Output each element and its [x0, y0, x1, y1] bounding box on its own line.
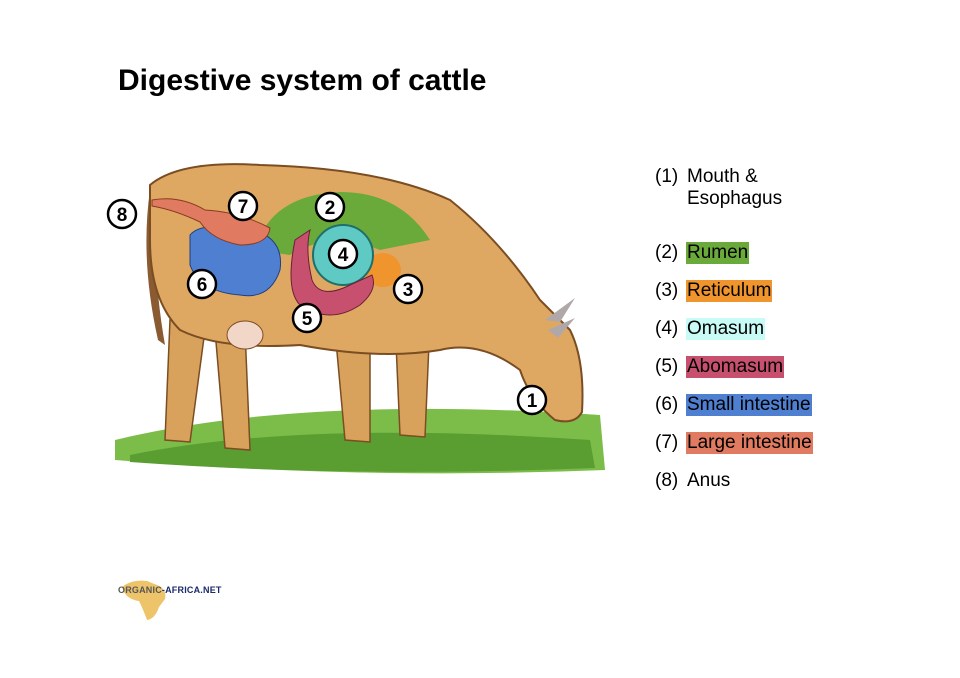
- legend-item-rumen: (2) Rumen: [655, 242, 813, 280]
- legend-item-reticulum: (3) Reticulum: [655, 280, 813, 318]
- legend-num: (2): [655, 242, 679, 263]
- legend-num: (1): [655, 166, 679, 187]
- legend-item-large-intestine: (7) Large intestine: [655, 432, 813, 470]
- marker-1: 1: [516, 384, 548, 416]
- legend-num: (5): [655, 356, 679, 377]
- legend: (1) Mouth &Esophagus (2) Rumen (3) Reticul…: [655, 166, 813, 508]
- large-intestine-organ: [151, 198, 271, 246]
- legend-num: (7): [655, 432, 679, 453]
- svg-text:7: 7: [238, 197, 249, 218]
- legend-num: (8): [655, 470, 679, 491]
- svg-text:8: 8: [117, 205, 128, 226]
- svg-text:1: 1: [527, 391, 538, 412]
- svg-text:2: 2: [325, 198, 336, 219]
- page-title: Digestive system of cattle: [118, 64, 487, 97]
- legend-num: (3): [655, 280, 679, 301]
- legend-item-mouth-esophagus: (1) Mouth &Esophagus: [655, 166, 813, 242]
- legend-label: Abomasum: [686, 356, 785, 378]
- svg-text:6: 6: [197, 275, 208, 296]
- legend-label: Omasum: [686, 318, 766, 340]
- legend-label: Small intestine: [686, 394, 812, 416]
- legend-num: (6): [655, 394, 679, 415]
- svg-text:4: 4: [338, 245, 349, 266]
- reticulum-organ: [365, 253, 401, 287]
- marker-2: 2: [314, 191, 346, 223]
- marker-7: 7: [227, 190, 259, 222]
- abomasum-organ: [290, 228, 374, 316]
- marker-3: 3: [392, 273, 424, 305]
- organic-africa-logo-text: ORGANIC-AFRICA.NET: [118, 585, 222, 595]
- legend-item-small-intestine: (6) Small intestine: [655, 394, 813, 432]
- marker-5: 5: [291, 302, 323, 334]
- legend-label: Rumen: [686, 242, 750, 264]
- marker-6: 6: [186, 268, 218, 300]
- svg-text:5: 5: [302, 309, 313, 330]
- legend-label: Mouth &Esophagus: [687, 166, 783, 209]
- legend-item-omasum: (4) Omasum: [655, 318, 813, 356]
- legend-label: Reticulum: [686, 280, 773, 302]
- legend-item-abomasum: (5) Abomasum: [655, 356, 813, 394]
- svg-text:3: 3: [403, 280, 414, 301]
- marker-8: 8: [106, 198, 138, 230]
- legend-num: (4): [655, 318, 679, 339]
- africa-map-logo: [122, 580, 166, 620]
- legend-label: Anus: [687, 470, 731, 491]
- legend-label: Large intestine: [686, 432, 813, 454]
- legend-item-anus: (8) Anus: [655, 470, 813, 508]
- marker-4: 4: [327, 238, 359, 270]
